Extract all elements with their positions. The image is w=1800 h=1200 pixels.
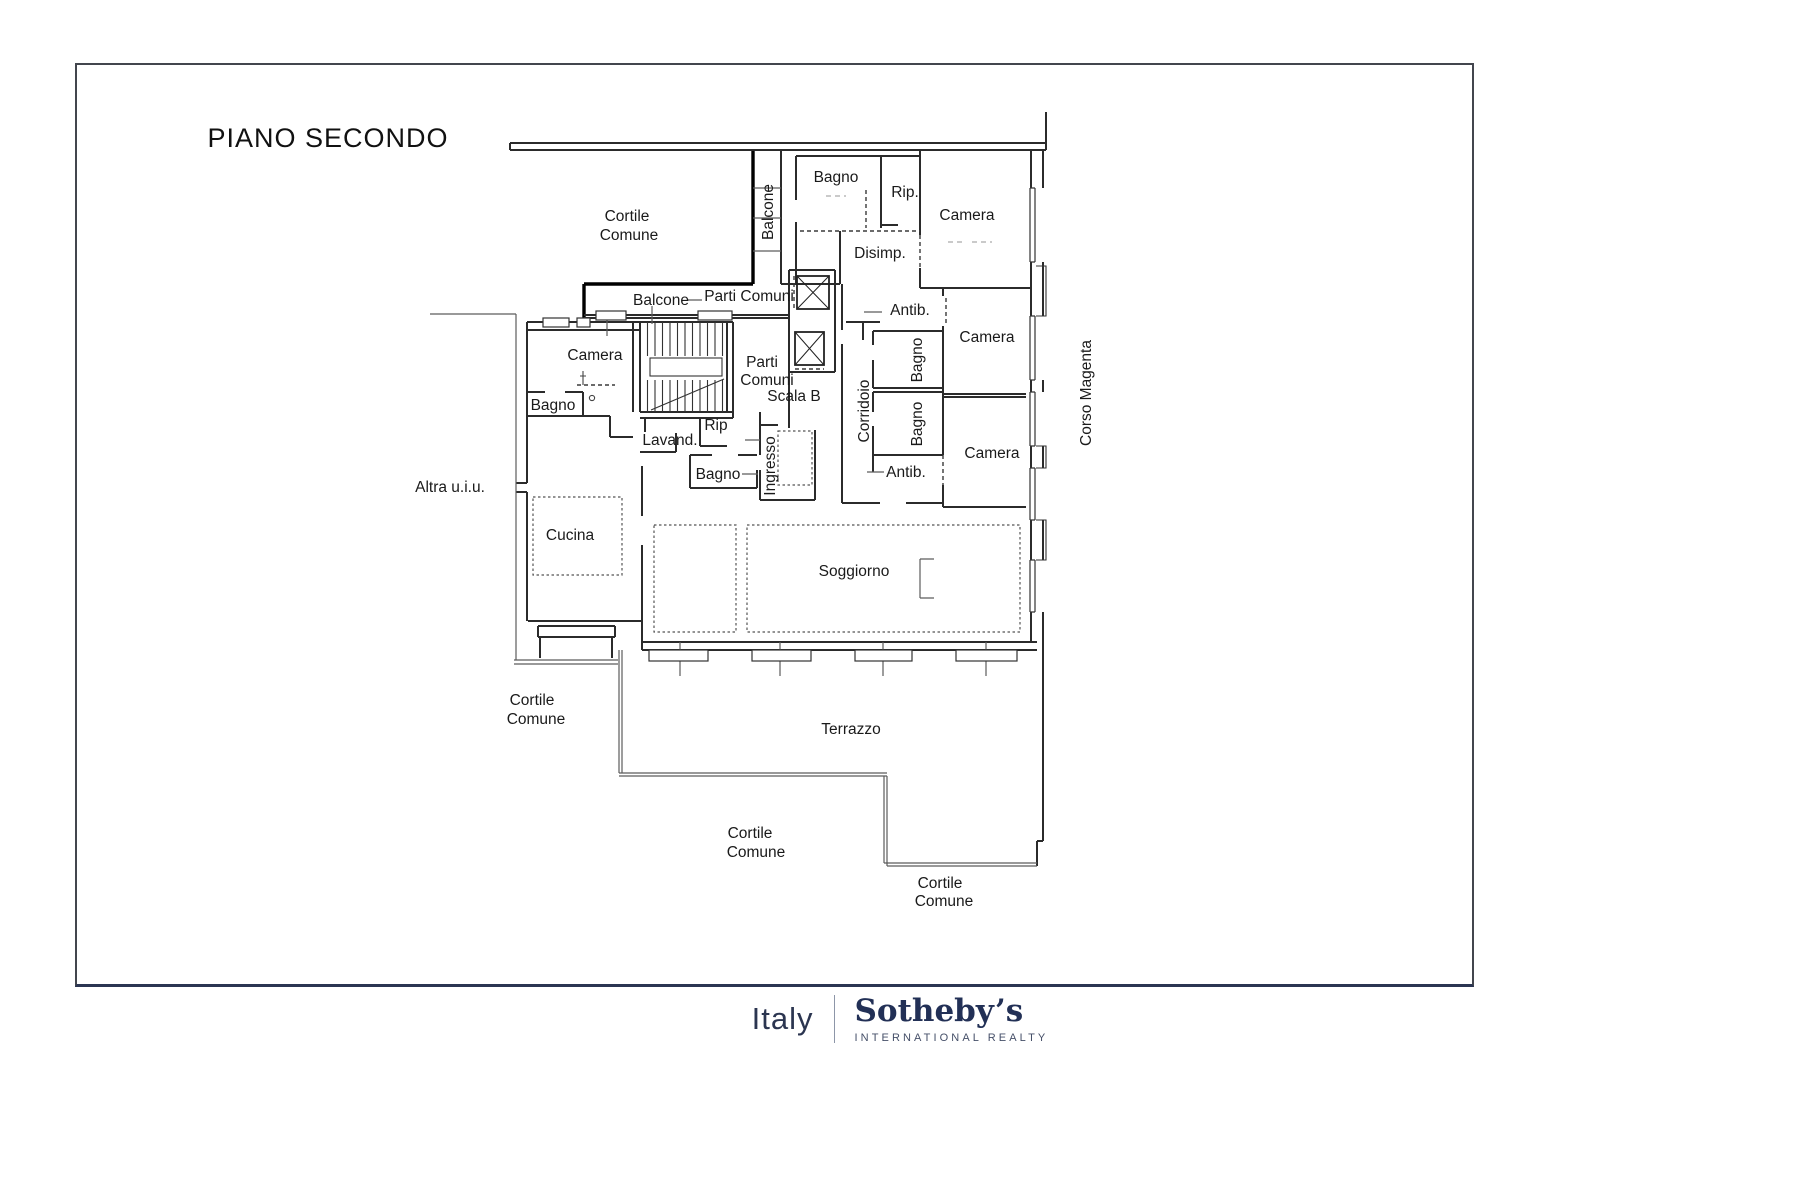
label-bagno-left: Bagno bbox=[531, 397, 576, 414]
walls-main bbox=[509, 112, 1047, 866]
page-title: PIANO SECONDO bbox=[207, 123, 448, 153]
footer-brand-name: Sotheby’s bbox=[854, 993, 1024, 1029]
footer-logo: Italy Sotheby’s INTERNATIONAL REALTY bbox=[0, 995, 1800, 1044]
dotted-area-rects bbox=[532, 430, 1021, 633]
label-bagno-top: Bagno bbox=[814, 169, 859, 186]
cucina-dotted-rect bbox=[532, 496, 623, 576]
label-balcone-horizontal: Balcone bbox=[633, 292, 689, 309]
footer-divider bbox=[833, 995, 835, 1044]
label-bagno-corridor-1: Bagno bbox=[909, 338, 926, 383]
label-terrazzo: Terrazzo bbox=[821, 721, 880, 738]
camera-left-window-2 bbox=[576, 317, 591, 328]
label-rip-top: Rip. bbox=[891, 184, 919, 201]
label-altra-uiu: Altra u.i.u. bbox=[415, 479, 485, 496]
label-ingresso: Ingresso bbox=[762, 436, 779, 495]
label-scala-1: Parti bbox=[746, 354, 778, 371]
label-antib-top: Antib. bbox=[890, 302, 930, 319]
label-lavanderia: Lavand. bbox=[642, 432, 697, 449]
label-rip-small: Rip bbox=[704, 417, 727, 434]
label-cortile-top-1: Cortile bbox=[605, 208, 650, 225]
label-camera-top-right: Camera bbox=[939, 207, 995, 224]
label-cortile-top-2: Comune bbox=[600, 227, 659, 244]
label-bagno-corridor-2: Bagno bbox=[909, 402, 926, 447]
label-corso-magenta: Corso Magenta bbox=[1078, 340, 1095, 446]
door-swing-symbol bbox=[580, 371, 596, 402]
elevator-shaft-1 bbox=[796, 275, 830, 310]
staircase bbox=[646, 322, 725, 412]
soggiorno-dotted-rect-main bbox=[746, 524, 1021, 633]
label-camera-bottom: Camera bbox=[964, 445, 1020, 462]
soggiorno-dotted-rect-left bbox=[653, 524, 737, 633]
label-corridoio: Corridoio bbox=[856, 380, 873, 443]
label-cortile-bl-1: Cortile bbox=[510, 692, 555, 709]
label-camera-left: Camera bbox=[567, 347, 623, 364]
label-cortile-bl-2: Comune bbox=[507, 711, 566, 728]
door-dashed-lines bbox=[577, 190, 947, 485]
label-cortile-bc-1: Cortile bbox=[728, 825, 773, 842]
label-camera-mid: Camera bbox=[959, 329, 1015, 346]
stair-direction-line bbox=[650, 378, 725, 411]
elevator-shafts bbox=[794, 275, 830, 366]
footer-tagline: INTERNATIONAL REALTY bbox=[854, 1031, 1049, 1044]
terrace-window-sills bbox=[542, 310, 1018, 662]
label-soggiorno: Soggiorno bbox=[819, 563, 890, 580]
label-disimp: Disimp. bbox=[854, 245, 906, 262]
label-scala-3: Scala B bbox=[767, 388, 820, 405]
balcone-window-1 bbox=[595, 310, 627, 321]
ingresso-dotted-rect bbox=[777, 430, 813, 486]
label-parti-comuni: Parti Comuni bbox=[704, 288, 794, 305]
label-balcone-vertical: Balcone bbox=[760, 184, 777, 240]
label-scala-2: Comuni bbox=[740, 372, 793, 389]
footer-country: Italy bbox=[751, 1001, 814, 1037]
balcone-window-2 bbox=[697, 310, 733, 321]
elevator-shaft-2 bbox=[794, 331, 825, 366]
label-antib-bottom: Antib. bbox=[886, 464, 926, 481]
label-cucina: Cucina bbox=[546, 527, 595, 544]
facade-windows bbox=[1026, 187, 1047, 613]
faded-marks bbox=[826, 195, 992, 243]
label-cortile-br-1: Cortile bbox=[918, 875, 963, 892]
camera-left-window-1 bbox=[542, 317, 570, 328]
footer-brand-block: Sotheby’s INTERNATIONAL REALTY bbox=[835, 995, 1049, 1044]
label-bagno-small: Bagno bbox=[696, 466, 741, 483]
balcony-edge-walls bbox=[582, 150, 755, 318]
label-cortile-bc-2: Comune bbox=[727, 844, 786, 861]
label-cortile-br-2: Comune bbox=[915, 893, 974, 910]
facade-pilasters bbox=[1036, 265, 1047, 561]
